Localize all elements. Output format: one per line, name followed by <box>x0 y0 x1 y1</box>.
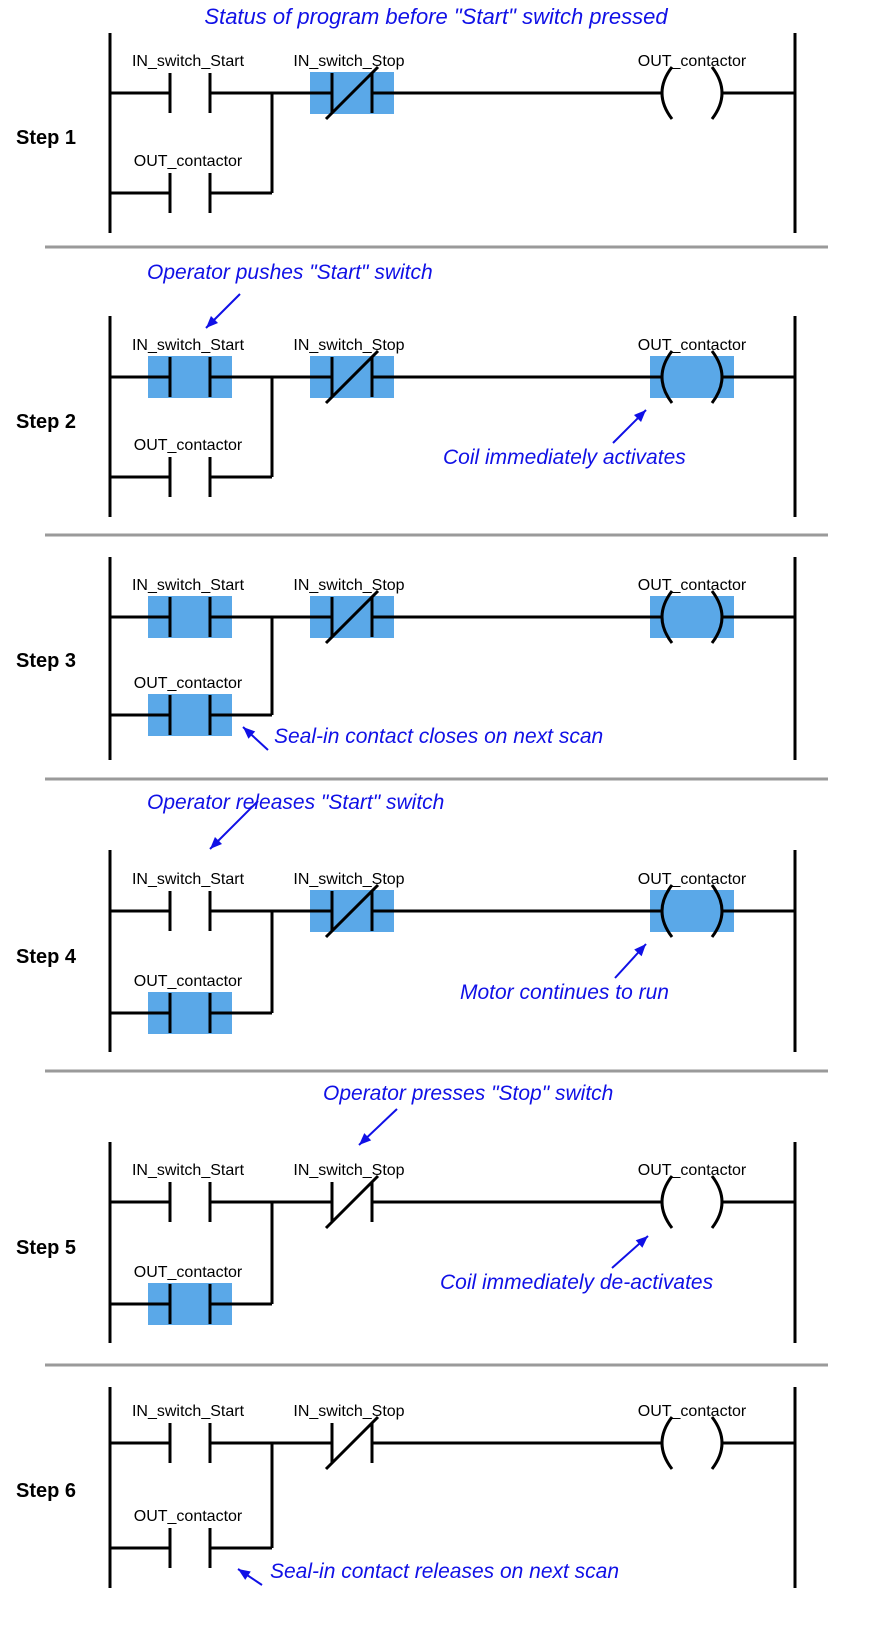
seal-contact-label: OUT_contactor <box>134 973 243 990</box>
step-2-annotation: Coil immediately activates <box>443 446 686 469</box>
annotation-arrow <box>612 409 647 444</box>
step-5-label: Step 5 <box>16 1237 76 1259</box>
coil-label: OUT_contactor <box>638 1403 747 1420</box>
annotation-arrow <box>611 1235 649 1269</box>
step-6-label: Step 6 <box>16 1480 76 1502</box>
ladder-artwork <box>108 1387 797 1588</box>
start-contact-label: IN_switch_Start <box>132 577 245 594</box>
start-contact-label: IN_switch_Start <box>132 337 245 354</box>
title-arrow <box>205 293 241 329</box>
step-3-label: Step 3 <box>16 650 76 672</box>
step-3-annotation: Seal-in contact closes on next scan <box>274 725 603 748</box>
step-5-title: Operator presses "Stop" switch <box>323 1082 613 1105</box>
stop-contact-label: IN_switch_Stop <box>293 577 404 594</box>
annotation-arrow <box>242 726 269 751</box>
step-2: Operator pushes "Start" switch IN_switch… <box>16 261 797 517</box>
coil-label: OUT_contactor <box>638 577 747 594</box>
annotation-arrow <box>614 943 647 979</box>
seal-contact-label: OUT_contactor <box>134 437 243 454</box>
seal-contact-label: OUT_contactor <box>134 675 243 692</box>
coil-label: OUT_contactor <box>638 1162 747 1179</box>
step-6-annotation: Seal-in contact releases on next scan <box>270 1560 619 1583</box>
step-5-annotation: Coil immediately de-activates <box>440 1271 714 1294</box>
ladder-artwork <box>108 850 797 1052</box>
step-2-title: Operator pushes "Start" switch <box>147 261 433 284</box>
ladder-artwork <box>108 316 797 517</box>
seal-contact-label: OUT_contactor <box>134 1508 243 1525</box>
seal-contact-label: OUT_contactor <box>134 1264 243 1281</box>
step-1-title: Status of program before "Start" switch … <box>204 4 668 29</box>
step-1: Status of program before "Start" switch … <box>16 4 797 233</box>
step-4: Operator releases "Start" switch IN_swit… <box>16 791 797 1052</box>
start-contact-label: IN_switch_Start <box>132 871 245 888</box>
stop-contact-label: IN_switch_Stop <box>293 53 404 70</box>
seal-contact-label: OUT_contactor <box>134 153 243 170</box>
title-arrow <box>358 1108 398 1146</box>
coil-label: OUT_contactor <box>638 337 747 354</box>
step-6: IN_switch_Start IN_switch_Stop OUT_conta… <box>16 1387 797 1588</box>
annotation-arrow <box>237 1568 263 1586</box>
step-4-label: Step 4 <box>16 946 77 968</box>
coil-label: OUT_contactor <box>638 53 747 70</box>
step-1-label: Step 1 <box>16 127 76 149</box>
stop-contact-label: IN_switch_Stop <box>293 1403 404 1420</box>
step-4-title: Operator releases "Start" switch <box>147 791 444 814</box>
step-5: Operator presses "Stop" switch IN_switch… <box>16 1082 797 1343</box>
step-4-annotation: Motor continues to run <box>460 981 669 1004</box>
stop-contact-label: IN_switch_Stop <box>293 871 404 888</box>
coil-label: OUT_contactor <box>638 871 747 888</box>
ladder-artwork <box>108 33 797 233</box>
step-3: IN_switch_Start IN_switch_Stop OUT_conta… <box>16 557 797 760</box>
start-contact-label: IN_switch_Start <box>132 53 245 70</box>
start-contact-label: IN_switch_Start <box>132 1403 245 1420</box>
step-2-label: Step 2 <box>16 411 76 433</box>
title-arrow <box>209 800 259 850</box>
stop-contact-label: IN_switch_Stop <box>293 337 404 354</box>
start-contact-label: IN_switch_Start <box>132 1162 245 1179</box>
ladder-artwork <box>108 557 797 760</box>
ladder-artwork <box>108 1142 797 1343</box>
stop-contact-label: IN_switch_Stop <box>293 1162 404 1179</box>
